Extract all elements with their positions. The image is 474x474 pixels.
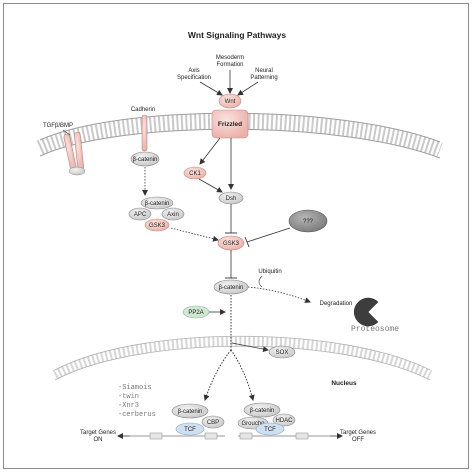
- inhibitor-label: ???: [303, 219, 314, 225]
- left-beta-catenin-label: β-catenin: [178, 409, 203, 415]
- tcf-right-label: TCF: [264, 427, 276, 433]
- flow-to-tcf-right-arrow: [230, 349, 255, 401]
- right-beta-catenin-label: β-catenin: [250, 408, 275, 414]
- target-off-label-1: Target Genes: [340, 430, 376, 436]
- sox-node: SOX: [268, 345, 296, 359]
- upstream-inputs: Axis Specification Mesoderm Formation Ne…: [177, 55, 278, 96]
- nucleus-label: Nucleus: [331, 380, 357, 387]
- beta-catenin-free-node: β-catenin: [213, 279, 249, 295]
- frizzled-label: Frizzled: [218, 121, 242, 128]
- diagram-title: Wnt Signaling Pathways: [188, 30, 287, 40]
- ck1-node: CK1: [183, 166, 207, 180]
- cbp-label: CBP: [207, 420, 219, 426]
- inhibitor-bar: [244, 236, 250, 248]
- target-gene-list: -Siamois -twin -Xnr3 -cerberus: [118, 384, 156, 419]
- inhibitor-node: ???: [288, 209, 328, 233]
- complex-to-gsk3-arrow: [170, 227, 219, 242]
- frizzled-receptor: Frizzled: [211, 109, 249, 139]
- destruction-complex: β-catenin APC Axin GSK3: [128, 196, 185, 232]
- dna-left: [130, 432, 225, 440]
- cadherin-label: Cadherin: [131, 107, 155, 113]
- axis-spec-label-2: Specification: [177, 75, 211, 81]
- neural-label-1: Neural: [255, 68, 273, 74]
- apc-label: APC: [134, 212, 147, 218]
- dsh-node: Dsh: [218, 191, 244, 205]
- mesoderm-label-1: Mesoderm: [216, 55, 244, 61]
- proteosome-icon: [353, 297, 379, 327]
- beta-catenin-membrane-node: β-catenin: [130, 151, 160, 167]
- target-on-label-1: Target Genes: [80, 430, 116, 436]
- neural-label-2: Patterning: [250, 75, 277, 81]
- frizzled-to-ck1-arrow: [199, 137, 221, 165]
- tcf-complex-on: β-catenin CBP TCF: [171, 403, 225, 436]
- axis-spec-label-1: Axis: [188, 68, 199, 74]
- dna-right: [238, 432, 330, 440]
- beta-catenin-free-label: β-catenin: [219, 285, 244, 291]
- target-gene-1: -Siamois: [118, 384, 152, 392]
- pp2a-node: PP2A: [182, 305, 210, 319]
- pp2a-label: PP2A: [188, 310, 203, 316]
- wnt-node: Wnt: [218, 93, 242, 109]
- tgf-bmp-label: TGFβ/BMP: [43, 123, 73, 129]
- mesoderm-label-2: Formation: [216, 62, 243, 68]
- target-gene-2: -twin: [118, 393, 139, 401]
- to-degradation-arrow: [247, 286, 311, 303]
- inhibitor-to-gsk3-line: [246, 227, 291, 243]
- gsk3-node: GSK3: [217, 235, 245, 251]
- neural-to-wnt-arrow: [237, 81, 259, 96]
- beta-catenin-membrane-label: β-catenin: [133, 157, 158, 163]
- ubiquitin-label: Ubiquitin: [258, 269, 281, 275]
- target-gene-4: -cerberus: [118, 411, 156, 419]
- gsk3-complex-label: GSK3: [149, 223, 166, 229]
- nuclear-membrane: [52, 335, 433, 381]
- groucho-label: Groucho: [241, 421, 265, 427]
- target-gene-3: -Xnr3: [118, 402, 139, 410]
- wnt-label: Wnt: [225, 99, 236, 105]
- degradation-label: Degradation: [320, 301, 353, 307]
- figure-frame: [3, 3, 469, 469]
- target-on-label-2: ON: [94, 437, 103, 443]
- target-off-label-2: OFF: [352, 437, 364, 443]
- proteosome-label: Proteosome: [351, 325, 399, 334]
- axin-label: Axin: [167, 212, 179, 218]
- tcf-left-label: TCF: [184, 427, 196, 433]
- gsk3-label: GSK3: [223, 241, 240, 247]
- complex-beta-catenin-label: β-catenin: [145, 201, 170, 207]
- ubiquitin-hook: [258, 275, 263, 288]
- tgf-bmp-receptor: TGFβ/BMP: [43, 123, 86, 176]
- cadherin-receptor: Cadherin: [131, 107, 155, 152]
- to-sox-arrow: [231, 342, 269, 352]
- ck1-label: CK1: [189, 171, 201, 177]
- ck1-to-dsh-arrow: [198, 178, 223, 193]
- dsh-label: Dsh: [226, 196, 237, 202]
- axis-to-wnt-arrow: [199, 81, 223, 96]
- hdac-label: HDAC: [275, 418, 293, 424]
- tcf-complex-off: β-catenin HDAC Groucho TCF: [237, 402, 296, 436]
- flow-to-tcf-left-arrow: [203, 349, 232, 401]
- sox-label: SOX: [276, 350, 289, 356]
